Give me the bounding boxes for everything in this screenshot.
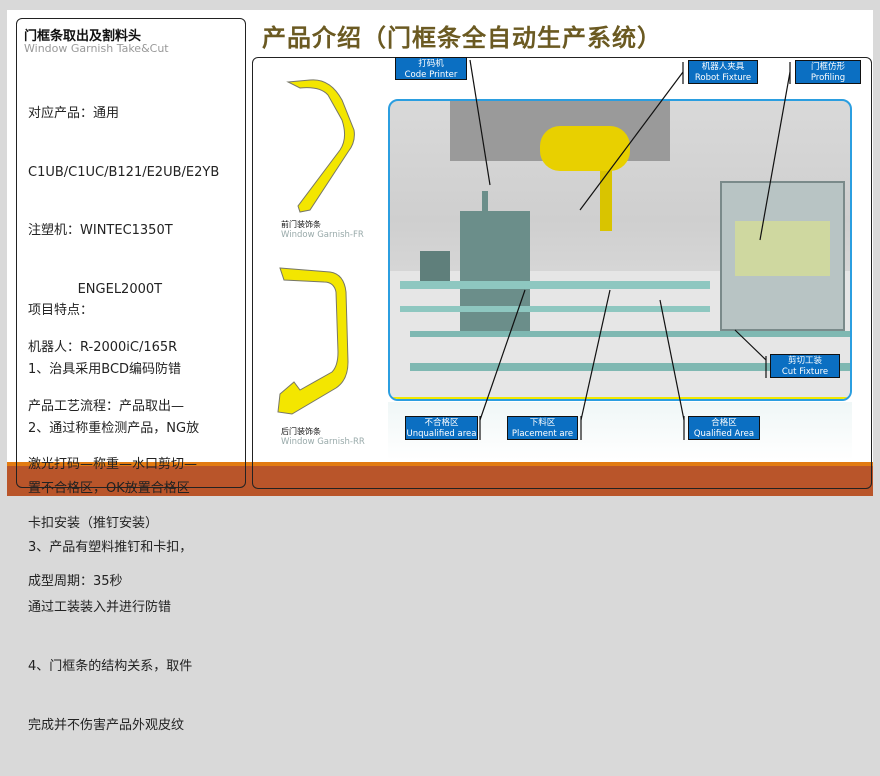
conveyor-rail: [400, 306, 710, 312]
page-title: 产品介绍（门框条全自动生产系统）: [262, 24, 662, 52]
spec-line: 激光打码—称重—水口剪切—: [28, 457, 198, 472]
spec-line: 注塑机：WINTEC1350T: [28, 223, 173, 238]
feature-line: 3、产品有塑料推钉和卡扣，: [28, 540, 193, 556]
printer-post: [482, 191, 488, 321]
control-box: [420, 251, 450, 281]
panel-title: 门框条取出及割料头: [24, 29, 142, 44]
feature-line: 通过工装装入并进行防错: [28, 599, 172, 615]
spec-line: 对应产品：通用: [28, 106, 120, 121]
spec-line: 产品工艺流程：产品取出—: [28, 398, 185, 414]
footer-band: [7, 462, 873, 496]
feature-line: 4、门框条的结构关系，取件: [28, 658, 193, 674]
spec-line: ENGEL2000T: [28, 281, 163, 297]
rear-garnish-caption: 后门装饰条 Window Garnish-RR: [281, 427, 365, 447]
conveyor-rail: [410, 331, 850, 337]
rear-garnish-image: [277, 267, 349, 415]
conveyor-rail: [410, 363, 850, 371]
feature-line: 2、通过称重检测产品，NG放: [28, 421, 200, 437]
feature-line: 项目特点：: [28, 302, 94, 318]
floor-line: [390, 397, 850, 399]
feature-line: 完成并不伤害产品外观皮纹: [28, 718, 185, 734]
feature-line: 1、治具采用BCD编码防错: [28, 361, 182, 377]
conveyor-rail: [400, 281, 710, 289]
panel-subtitle: Window Garnish Take&Cut: [24, 42, 169, 55]
front-garnish-image: [286, 79, 355, 213]
spec-line: 机器人：R-2000iC/165R: [28, 340, 178, 355]
feature-line: 置不合格区，OK放置合格区: [28, 480, 190, 496]
profiling-fixture: [735, 221, 830, 276]
production-cell-rendering: [388, 99, 852, 401]
spec-line: C1UB/C1UC/B121/E2UB/E2YB: [28, 164, 220, 180]
callout-leader-lines: [469, 59, 791, 440]
front-garnish-caption: 前门装饰条 Window Garnish-FR: [281, 220, 364, 240]
product-panel: [252, 57, 872, 489]
